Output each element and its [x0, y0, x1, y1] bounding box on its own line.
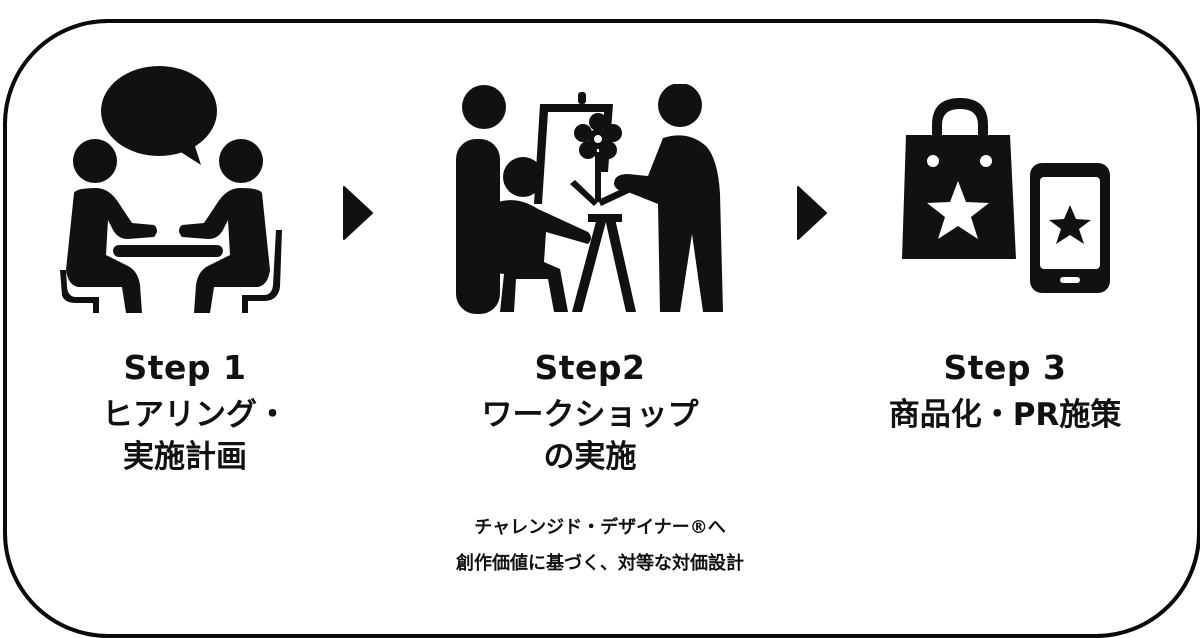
shopping-bag-smartphone-icon — [902, 98, 1110, 293]
step-2-line-1: ワークショップ — [481, 397, 699, 433]
step-2-note-line-1: チャレンジド・デザイナー®へ — [474, 517, 726, 538]
step-2-label: Step2 ワークショップ の実施 — [440, 346, 740, 482]
step-2-note-line-2: 創作価値に基づく、対等な対価設計 — [456, 553, 744, 574]
step-1-line-2: 実施計画 — [123, 439, 247, 475]
workshop-easel-icon — [456, 84, 723, 314]
step-2-note: チャレンジド・デザイナー®へ 創作価値に基づく、対等な対価設計 — [380, 516, 820, 576]
step-3-label: Step 3 商品化・PR施策 — [850, 346, 1160, 440]
arrow-right-icon — [343, 186, 373, 240]
step-2-title: Step2 — [534, 348, 646, 387]
step-3-title: Step 3 — [943, 348, 1067, 387]
step-1-label: Step 1 ヒアリング・ 実施計画 — [40, 346, 330, 482]
arrow-right-icon — [797, 186, 827, 240]
step-2-line-2: の実施 — [543, 439, 637, 475]
step-1-line-1: ヒアリング・ — [102, 397, 288, 433]
step-3-line-1: 商品化・PR施策 — [888, 397, 1122, 433]
meeting-people-icon — [60, 66, 282, 313]
step-1-title: Step 1 — [123, 348, 247, 387]
